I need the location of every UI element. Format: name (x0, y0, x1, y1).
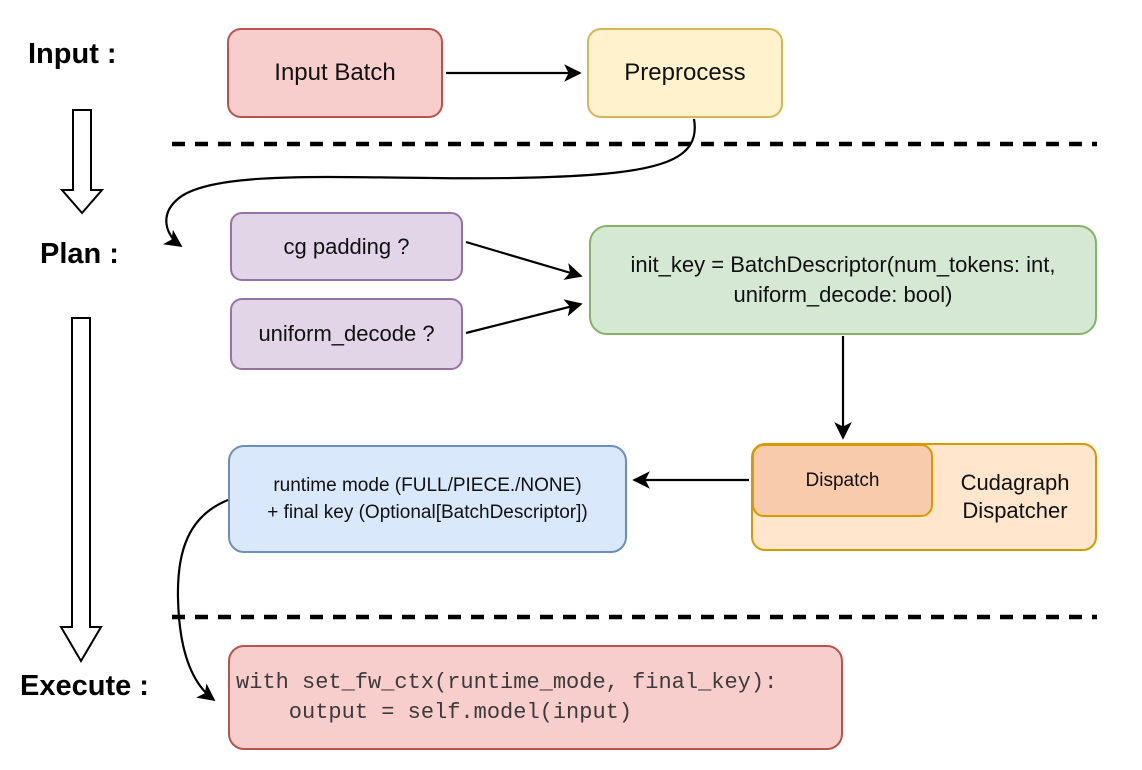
stage-label-input: Input : (28, 38, 117, 70)
plan-to-execute-hollow-arrow (59, 317, 103, 663)
cg-padding-node: cg padding ? (230, 212, 463, 281)
input-to-plan-hollow-arrow (59, 109, 105, 215)
edge-cgpadding-initkey (465, 240, 583, 280)
input-batch-node: Input Batch (227, 28, 443, 118)
edge-uniformdecode-initkey (465, 299, 583, 335)
uniform-decode-node: uniform_decode ? (230, 298, 463, 370)
stage-label-plan: Plan : (40, 238, 119, 270)
runtime-mode-node: runtime mode (FULL/PIECE./NONE) + final … (228, 445, 627, 553)
init-key-node: init_key = BatchDescriptor(num_tokens: i… (589, 225, 1097, 335)
cudagraph-dispatcher-label: Cudagraph Dispatcher (960, 470, 1070, 523)
stage-label-execute: Execute : (20, 670, 149, 702)
edge-runtimemode-executecode (176, 498, 229, 702)
dispatch-node: Dispatch (752, 444, 933, 517)
execute-code-node: with set_fw_ctx(runtime_mode, final_key)… (228, 645, 843, 750)
preprocess-node: Preprocess (587, 28, 783, 118)
